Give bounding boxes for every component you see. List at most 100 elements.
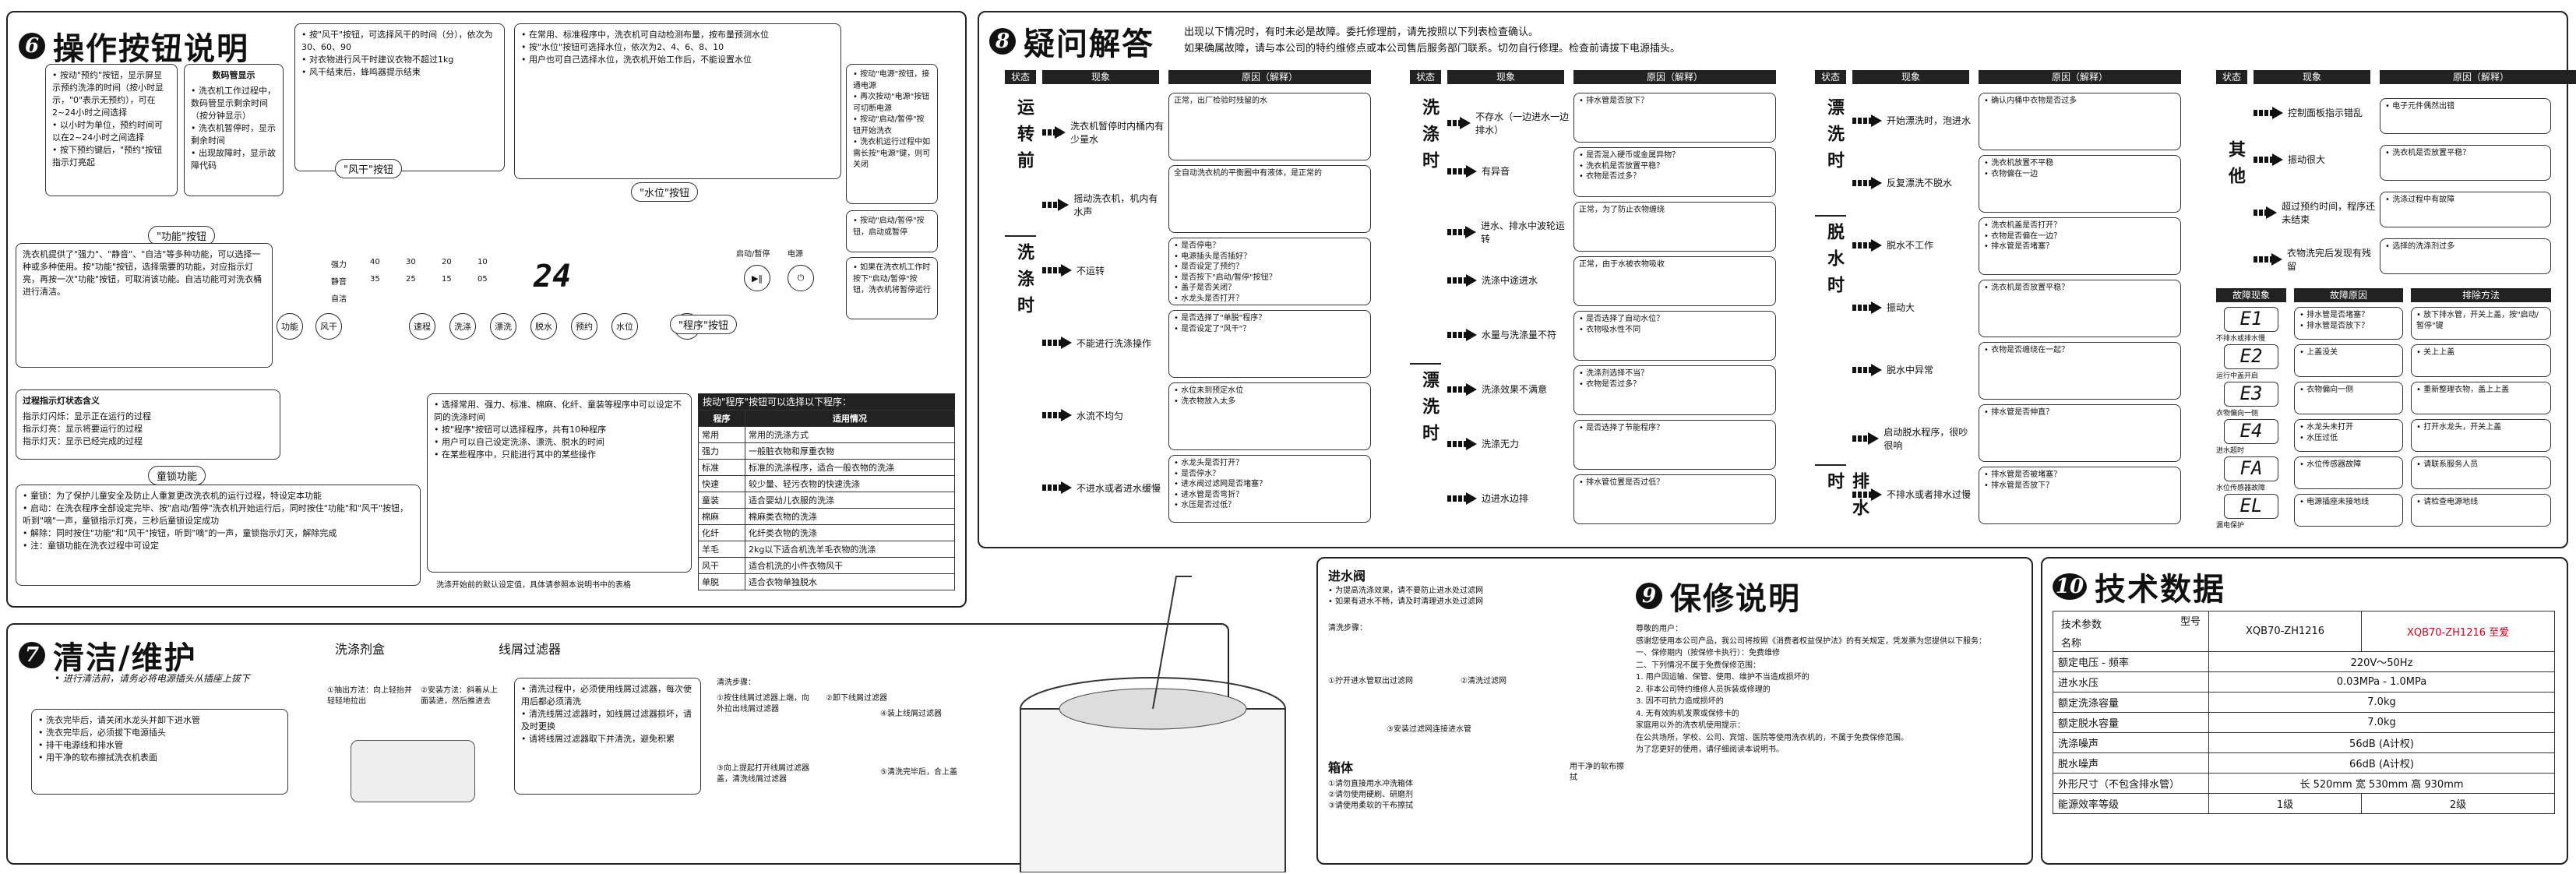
display-note-box: 数码管显示 • 洗衣机工作过程中，数码管显示剩余时间（按分钟显示） • 洗衣机暂…: [184, 64, 284, 196]
section-6-panel: [6, 11, 967, 608]
section-9-panel: [1316, 557, 2033, 865]
button-start-pause[interactable]: ▶‖: [744, 265, 770, 291]
program-row: 化纤化纤类衣物的洗涤: [698, 524, 955, 541]
ts-cause: • 排水管是否放下？: [1573, 93, 1776, 143]
button-quick[interactable]: 速程: [409, 313, 435, 340]
spec-value: 长 520mm 宽 530mm 高 930mm: [2208, 773, 2555, 794]
section-7-title: 清洁/维护: [53, 640, 197, 676]
program-name: 童装: [698, 492, 745, 509]
button-fan[interactable]: 风干: [315, 313, 342, 340]
ts-cause: • 确认内桶中衣物是否过多: [1979, 93, 2181, 150]
spec-model-1: XQB70-ZH1216: [2208, 611, 2363, 652]
filter-step-4: ④装上线屑过滤器: [880, 710, 942, 718]
section-8-panel: [978, 11, 2568, 548]
control-panel: 强力 静音 自洁 40 30 20 10 35 25 15 05 24 功能 风…: [277, 241, 822, 358]
error-name: 水位传感器故障: [2216, 485, 2266, 492]
ts-symptom: 控制面板指示错乱: [2288, 107, 2363, 118]
troubleshoot-col-1: 状态现象原因（解释）洗衣机暂停时内桶内有少量水正常，出厂检验时残留的水摇动洗衣机…: [1005, 70, 1387, 537]
section-8-header: 8 疑问解答: [989, 19, 1154, 64]
program-row: 棉麻棉麻类衣物的洗涤: [698, 508, 955, 525]
ts-row: 洗涤效果不满意: [1447, 382, 1572, 396]
program-name: 化纤: [698, 524, 745, 541]
program-title: "程序"按钮: [670, 315, 737, 334]
ts-symptom: 不进水或者进水缓慢: [1077, 482, 1161, 494]
program-use: 棉麻类衣物的洗涤: [745, 508, 955, 525]
valve-step-1: ①拧开进水管取出过滤网: [1328, 677, 1413, 685]
ts-divider: [1815, 464, 1846, 466]
arrow-right-icon: [1852, 114, 1882, 127]
ts-row: 不能进行洗涤操作: [1042, 337, 1167, 350]
arrow-right-icon: [1852, 238, 1882, 252]
error-cause: • 电源插座未接地线: [2294, 494, 2403, 527]
ts-head-state: 状态: [1410, 70, 1441, 84]
arrow-right-icon: [1447, 328, 1477, 341]
ts-cause: • 洗涤过程中有故障: [2380, 192, 2551, 227]
section-10-title: 技术数据: [2095, 572, 2225, 608]
ts-symptom: 振动大: [1887, 302, 1915, 313]
button-water-level[interactable]: 水位: [611, 313, 638, 340]
arrow-right-icon: [1447, 226, 1477, 238]
ts-row: 水量与洗涤量不符: [1447, 328, 1572, 341]
error-name: 衣物偏向一侧: [2216, 410, 2259, 418]
child-lock-note: • 童锁：为了保护儿童安全及防止人重复更改洗衣机的运行过程，特设定本功能 • 启…: [16, 485, 421, 586]
button-power[interactable]: ⏻: [788, 265, 814, 291]
ts-row: 脱水不工作: [1852, 238, 1977, 252]
ts-symptom: 反复漂洗不脱水: [1887, 178, 1953, 189]
ts-row: 不进水或者进水缓慢: [1042, 481, 1167, 495]
button-reserve[interactable]: 预约: [571, 313, 597, 340]
spec-table: 技术参数 型号 名称 XQB70-ZH1216 XQB70-ZH1216 至爱 …: [2053, 611, 2555, 814]
func-note: 洗衣机提供了"强力"、"静音"、"自洁"等多种功能，可以选择一种或多种使用。按"…: [16, 243, 273, 368]
button-spin[interactable]: 脱水: [530, 313, 557, 340]
valve-steps-title: 清洗步骤：: [1328, 624, 1367, 633]
spec-value: 7.0kg: [2208, 712, 2555, 733]
time-cell: 25: [406, 275, 416, 284]
ts-head-state: 状态: [1005, 70, 1036, 84]
arrow-right-icon: [1852, 176, 1882, 189]
program-use: 适合婴幼儿衣服的洗涤: [745, 492, 955, 509]
section-7-subtitle: • 进行清洁前，请务必将电源插头从插座上拔下: [55, 673, 250, 684]
ts-row: 衣物洗完后发现有残留: [2254, 246, 2378, 273]
water-title: "水位"按钮: [631, 182, 698, 202]
button-wash[interactable]: 洗涤: [449, 313, 476, 340]
time-cell: 20: [442, 258, 452, 266]
button-function[interactable]: 功能: [277, 313, 303, 340]
time-cell: 05: [477, 275, 488, 284]
ts-row: 洗衣机暂停时内桶内有少量水: [1042, 119, 1167, 146]
program-table: 程序 适用情况 常用常用的洗涤方式强力一般脏衣物和厚重衣物标准标准的洗涤程序，适…: [698, 410, 955, 590]
spec-head-name: 名称: [2061, 638, 2082, 650]
arrow-right-icon: [1447, 492, 1477, 505]
ts-row: 不排水或者排水过慢: [1852, 488, 1977, 501]
program-row: 标准标准的洗涤程序，适合一般衣物的洗涤: [698, 459, 955, 476]
program-name: 标准: [698, 459, 745, 476]
button-rinse[interactable]: 漂洗: [490, 313, 516, 340]
ts-divider: [1815, 215, 1846, 217]
ts-cause: • 衣物是否缠绕在一起？: [1979, 342, 2181, 400]
section-8-intro: 出现以下情况时，有时未必是故障。委托修理前，请先按照以下列表检查确认。 如果确属…: [1184, 26, 1681, 55]
seven-seg-display: 24: [534, 259, 572, 294]
filter-title: 线屑过滤器: [499, 642, 562, 657]
arrow-right-icon: [1042, 481, 1072, 494]
arrow-right-icon: [2254, 206, 2278, 219]
fan-note-box: • 按"风干"按钮，可选择风干的时间（分），依次为30、60、90 • 对衣物进…: [294, 23, 505, 171]
ts-cause: • 洗衣机是否放置平稳？: [2380, 145, 2551, 181]
troubleshoot-col-4: 状态现象原因（解释）控制面板指示错乱• 电子元件偶然出错振动很大• 洗衣机是否放…: [2216, 70, 2576, 537]
ts-row: 水流不均匀: [1042, 409, 1167, 422]
error-cause: • 排水管是否堵塞？ • 排水管是否放下？: [2294, 307, 2403, 340]
program-note: • 选择常用、强力、标准、棉麻、化纤、童装等程序中可以设定不同的洗涤时间 • 按…: [427, 393, 692, 573]
ts-row: 开始漂洗时，泡进水: [1852, 114, 1977, 127]
filter-step-3: ③向上提起打开线屑过滤器盖，清洗线屑过滤器: [717, 764, 809, 784]
ts-cause: • 排水管位置是否过低？: [1573, 474, 1776, 524]
display-note-title: 数码管显示: [212, 70, 255, 80]
program-row: 强力一般脏衣物和厚重衣物: [698, 442, 955, 460]
ts-cause: • 是否选择了"单脱"程序？ • 是否设定了"风干"？: [1168, 310, 1371, 378]
water-note-box: • 在常用、标准程序中，洗衣机可自动检测布量，按布量预测水位 • 按"水位"按钮…: [514, 23, 841, 179]
ts-cause: • 是否混入硬币或金属异物？ • 洗衣机是否放置平稳？ • 衣物是否过多？: [1573, 147, 1776, 197]
arrow-right-icon: [1042, 198, 1070, 211]
arrow-right-icon: [1447, 273, 1477, 287]
valve-title: 进水阀: [1328, 569, 1366, 583]
ts-symptom: 不存水（一边进水一边排水）: [1475, 111, 1570, 136]
error-cause: • 水龙头未打开 • 水压过低: [2294, 419, 2403, 452]
section-9-header: 9 保修说明: [1636, 573, 1801, 618]
